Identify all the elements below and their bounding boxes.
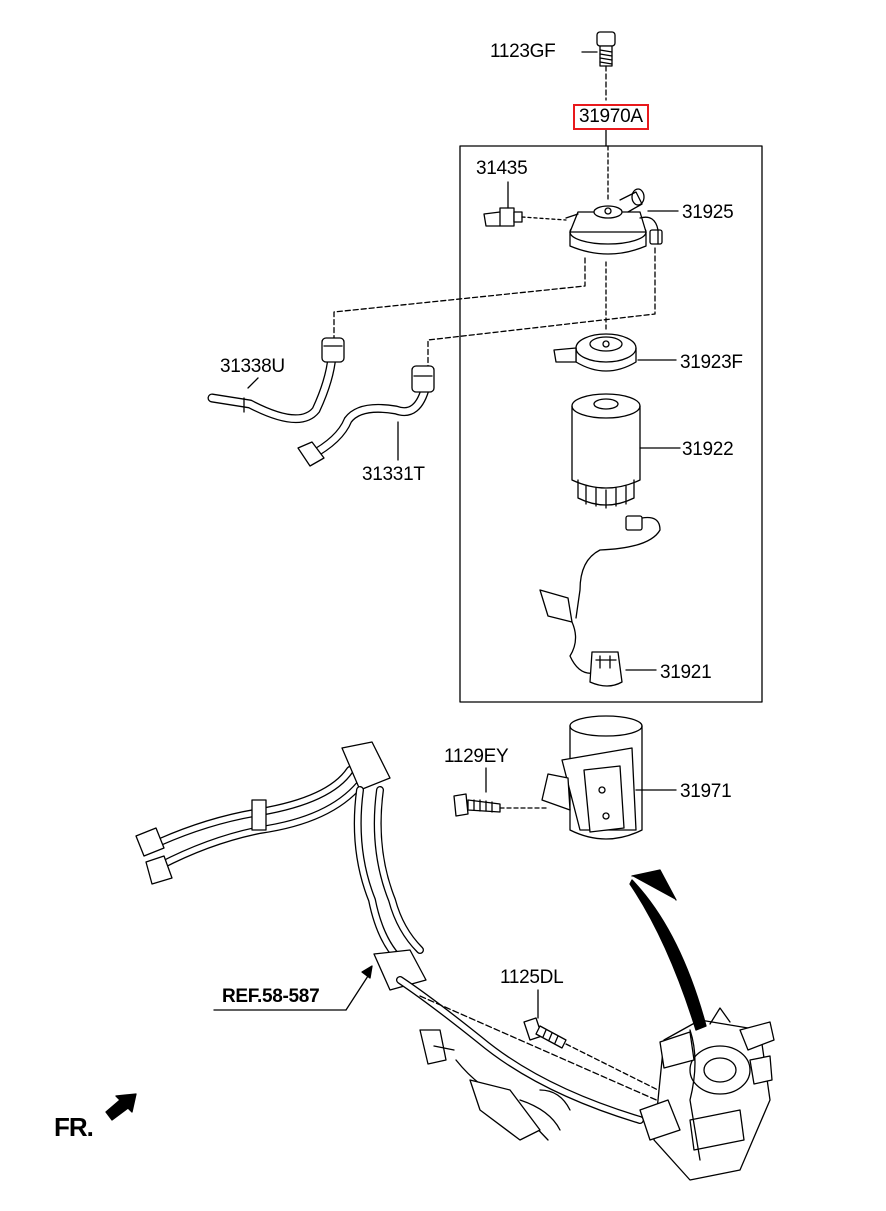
- bolt-1123gf: [581, 31, 616, 101]
- label-front: FR.: [54, 1112, 94, 1142]
- pump-assembly: [639, 1007, 775, 1181]
- label-31331t: 31331T: [362, 464, 425, 485]
- leader-pump: [419, 995, 671, 1107]
- label-ref[interactable]: REF.58-587: [222, 986, 320, 1007]
- assembly-box: [459, 145, 763, 703]
- hose-31338u: [207, 337, 345, 424]
- label-1129ey: 1129EY: [444, 746, 509, 767]
- pointer-arrow: [629, 879, 707, 1031]
- heater-31921: [539, 515, 661, 687]
- label-31925: 31925: [682, 202, 734, 223]
- label-31338u: 31338U: [220, 356, 285, 377]
- filter-31922: [571, 393, 681, 509]
- label-31970a: 31970A: [573, 104, 649, 130]
- bolt-1129ey: [453, 767, 549, 817]
- leader-hose-1: [333, 257, 586, 341]
- label-31435: 31435: [476, 158, 528, 179]
- sensor-31435: [483, 181, 567, 227]
- bracket-31971: [541, 715, 677, 840]
- label-31922: 31922: [682, 439, 734, 460]
- seal-31923f: [553, 261, 677, 372]
- bolt-1125dl: [523, 989, 671, 1097]
- hose-31331t: [297, 365, 435, 467]
- label-31923f: 31923F: [680, 352, 743, 373]
- label-1123gf: 1123GF: [490, 41, 556, 62]
- label-31971: 31971: [680, 781, 732, 802]
- leader-hose-2: [427, 247, 656, 367]
- front-arrow: [105, 1093, 137, 1121]
- fuel-line-assembly: [135, 741, 644, 1141]
- filter-head-31925: [565, 145, 679, 255]
- ref-leader: [213, 965, 373, 1011]
- label-31921: 31921: [660, 662, 712, 683]
- label-1125dl: 1125DL: [500, 967, 564, 988]
